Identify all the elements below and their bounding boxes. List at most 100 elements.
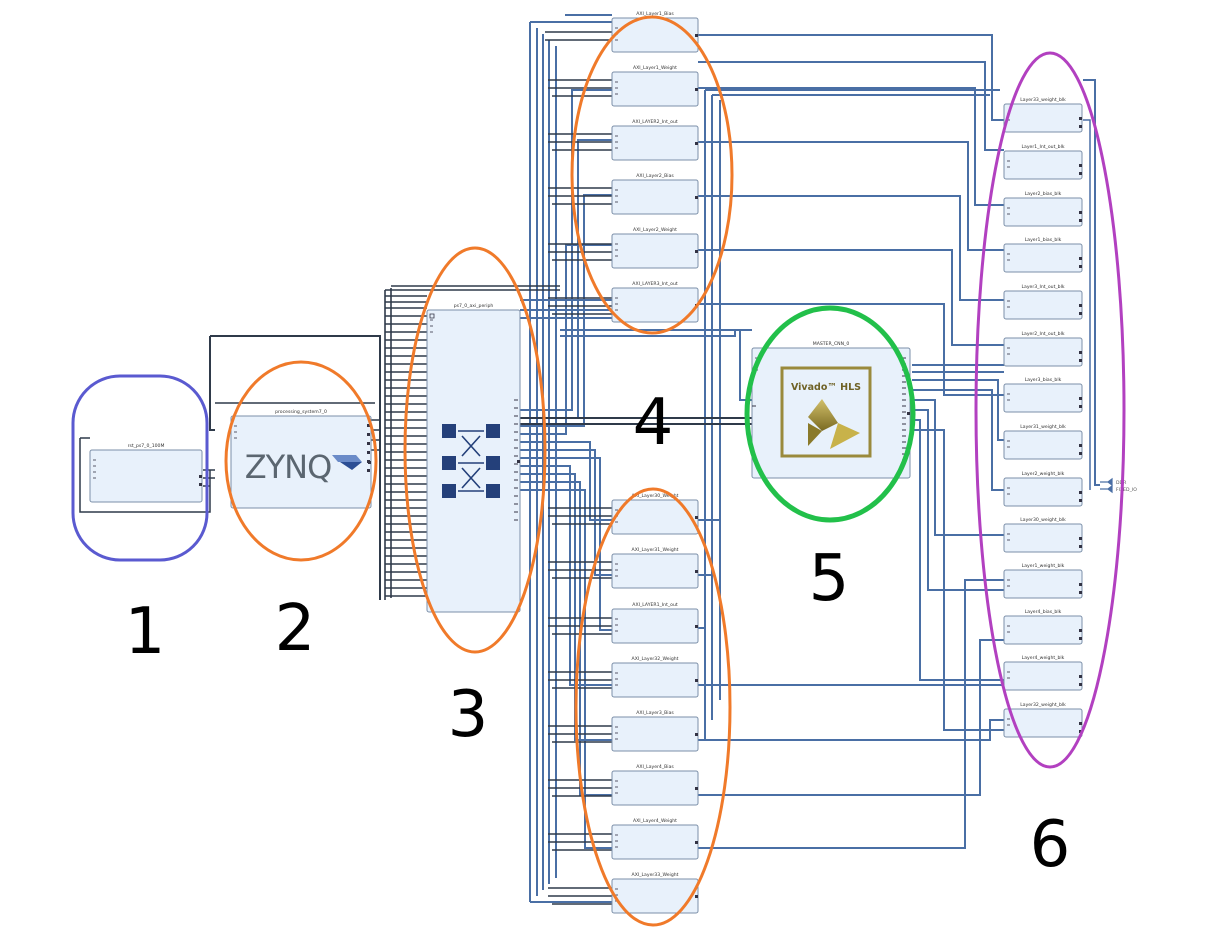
ctrl-layer4-bias-blk-body[interactable] (1003, 615, 1083, 645)
ctrl-layer4-weight-blk-body[interactable] (1003, 661, 1083, 691)
bram-axi-layer4-weight[interactable]: AXI_Layer4_Weight (611, 818, 699, 860)
ctrl-layer3-bias-blk-out-port[interactable] (1079, 405, 1082, 408)
ctrl-layer32-weight-blk[interactable]: Layer32_weight_blk (1003, 702, 1083, 738)
ctrl-layer31-weight-blk-out-port[interactable] (1079, 444, 1082, 447)
ctrl-layer4-bias-blk-out-port[interactable] (1079, 629, 1082, 632)
bram-axi-layer33-weight[interactable]: AXI_Layer33_Weight (611, 872, 699, 914)
bram-axi-layer1-bias-body[interactable] (611, 17, 699, 53)
ctrl-layer1-bias-blk-out-port[interactable] (1079, 257, 1082, 260)
ctrl-layer2-bias-blk-body[interactable] (1003, 197, 1083, 227)
bram-axi-layer1-weight-out-port[interactable] (695, 88, 698, 91)
ctrl-layer32-weight-blk-out-port[interactable] (1079, 722, 1082, 725)
ctrl-layer2-bias-blk-out-port[interactable] (1079, 219, 1082, 222)
bram-axi-layer30-weight[interactable]: AXI_Layer30_Weight (611, 493, 699, 535)
ctrl-layer3-bias-blk-body[interactable] (1003, 383, 1083, 413)
ctrl-layer30-weight-blk-out-port[interactable] (1079, 537, 1082, 540)
rst-block-out-port[interactable] (199, 483, 202, 486)
bram-axi-layer2-weight-out-port[interactable] (695, 250, 698, 253)
ctrl-layer31-weight-blk-out-port[interactable] (1079, 452, 1082, 455)
bram-axi-layer2-weight-body[interactable] (611, 233, 699, 269)
ctrl-layer3-bias-blk-out-port[interactable] (1079, 397, 1082, 400)
ctrl-layer1-int-out-blk-out-port[interactable] (1079, 172, 1082, 175)
ctrl-layer3-int-out-blk-out-port[interactable] (1079, 304, 1082, 307)
ctrl-layer1-weight-blk-out-port[interactable] (1079, 591, 1082, 594)
bram-axi-layer32-weight[interactable]: AXI_Layer32_Weight (611, 656, 699, 698)
bram-axi-layer2-int-out[interactable]: AXI_LAYER2_Int_out (611, 119, 699, 161)
ctrl-layer1-int-out-blk[interactable]: Layer1_Int_out_blk (1003, 144, 1083, 180)
zynq-out-port[interactable] (367, 433, 370, 436)
ctrl-layer1-int-out-blk-body[interactable] (1003, 150, 1083, 180)
ctrl-layer33-weight-blk-body[interactable] (1003, 103, 1083, 133)
ctrl-layer30-weight-blk-out-port[interactable] (1079, 545, 1082, 548)
ctrl-layer3-int-out-blk[interactable]: Layer3_Int_out_blk (1003, 284, 1083, 320)
ctrl-layer2-bias-blk[interactable]: Layer2_bias_blk (1003, 191, 1083, 227)
ctrl-layer30-weight-blk-body[interactable] (1003, 523, 1083, 553)
bram-axi-layer2-bias[interactable]: AXI_Layer2_Bias (611, 173, 699, 215)
ctrl-layer4-weight-blk[interactable]: Layer4_weight_blk (1003, 655, 1083, 691)
ctrl-layer1-weight-blk-out-port[interactable] (1079, 583, 1082, 586)
port-fixed-io-icon[interactable] (1100, 484, 1113, 494)
bram-axi-layer30-weight-out-port[interactable] (695, 516, 698, 519)
bram-axi-layer1-weight[interactable]: AXI_Layer1_Weight (611, 65, 699, 107)
ctrl-layer2-weight-blk-body[interactable] (1003, 477, 1083, 507)
zynq-out-port[interactable] (367, 469, 370, 472)
ctrl-layer1-weight-blk[interactable]: Layer1_weight_blk (1003, 563, 1083, 599)
zynq-out-port[interactable] (367, 424, 370, 427)
bram-axi-layer4-bias-body[interactable] (611, 770, 699, 806)
bram-axi-layer32-weight-out-port[interactable] (695, 679, 698, 682)
ctrl-layer1-int-out-blk-out-port[interactable] (1079, 164, 1082, 167)
bram-axi-layer3-int-out[interactable]: AXI_LAYER3_Int_out (611, 281, 699, 323)
ctrl-layer4-weight-blk-out-port[interactable] (1079, 675, 1082, 678)
rst-block-body[interactable] (89, 449, 203, 503)
bram-axi-layer3-bias[interactable]: AXI_Layer3_Bias (611, 710, 699, 752)
bram-axi-layer4-weight-body[interactable] (611, 824, 699, 860)
bram-axi-layer1-int-out[interactable]: AXI_LAYER1_Int_out (611, 602, 699, 644)
ctrl-layer2-bias-blk-out-port[interactable] (1079, 211, 1082, 214)
bram-axi-layer3-bias-out-port[interactable] (695, 733, 698, 736)
ctrl-layer33-weight-blk[interactable]: Layer33_weight_blk (1003, 97, 1083, 133)
ctrl-layer3-bias-blk[interactable]: Layer3_bias_blk (1003, 377, 1083, 413)
ctrl-layer1-bias-blk[interactable]: Layer1_bias_blk (1003, 237, 1083, 273)
ctrl-layer31-weight-blk[interactable]: Layer31_weight_blk (1003, 424, 1083, 460)
ctrl-layer32-weight-blk-out-port[interactable] (1079, 730, 1082, 733)
bram-axi-layer32-weight-body[interactable] (611, 662, 699, 698)
axi-interconnect-block-out-port[interactable] (517, 460, 520, 463)
axi-interconnect-block-body[interactable] (426, 309, 521, 613)
ctrl-layer1-bias-blk-body[interactable] (1003, 243, 1083, 273)
port-ddr-icon[interactable] (1100, 477, 1113, 487)
bram-axi-layer2-weight[interactable]: AXI_Layer2_Weight (611, 227, 699, 269)
bram-axi-layer1-bias-out-port[interactable] (695, 34, 698, 37)
bram-axi-layer2-bias-out-port[interactable] (695, 196, 698, 199)
ctrl-layer1-bias-blk-out-port[interactable] (1079, 265, 1082, 268)
ctrl-layer2-int-out-blk[interactable]: Layer2_Int_out_blk (1003, 331, 1083, 367)
bram-axi-layer1-int-out-body[interactable] (611, 608, 699, 644)
rst-block[interactable]: rst_ps7_0_100M (89, 443, 203, 503)
zynq-out-port[interactable] (367, 442, 370, 445)
ctrl-layer2-int-out-blk-out-port[interactable] (1079, 359, 1082, 362)
bram-axi-layer33-weight-out-port[interactable] (695, 895, 698, 898)
ctrl-layer2-weight-blk[interactable]: Layer2_weight_blk (1003, 471, 1083, 507)
ctrl-layer2-int-out-blk-out-port[interactable] (1079, 351, 1082, 354)
ctrl-layer31-weight-blk-body[interactable] (1003, 430, 1083, 460)
rst-block-out-port[interactable] (199, 475, 202, 478)
ctrl-layer33-weight-blk-out-port[interactable] (1079, 117, 1082, 120)
ctrl-layer33-weight-blk-out-port[interactable] (1079, 125, 1082, 128)
ctrl-layer3-int-out-blk-out-port[interactable] (1079, 312, 1082, 315)
ctrl-layer4-weight-blk-out-port[interactable] (1079, 683, 1082, 686)
axi-interconnect-block[interactable]: ps7_0_axi_periph (426, 303, 521, 613)
ctrl-layer2-weight-blk-out-port[interactable] (1079, 499, 1082, 502)
bram-axi-layer4-bias-out-port[interactable] (695, 787, 698, 790)
ctrl-layer4-bias-blk[interactable]: Layer4_bias_blk (1003, 609, 1083, 645)
bram-axi-layer3-bias-body[interactable] (611, 716, 699, 752)
ctrl-layer1-weight-blk-body[interactable] (1003, 569, 1083, 599)
interconnect-in-port[interactable] (429, 313, 435, 319)
bram-axi-layer4-bias[interactable]: AXI_Layer4_Bias (611, 764, 699, 806)
bram-axi-layer1-int-out-out-port[interactable] (695, 625, 698, 628)
bram-axi-layer1-bias[interactable]: AXI_Layer1_Bias (611, 11, 699, 53)
ctrl-layer30-weight-blk[interactable]: Layer30_weight_blk (1003, 517, 1083, 553)
bram-axi-layer31-weight[interactable]: AXI_Layer31_Weight (611, 547, 699, 589)
ctrl-layer2-weight-blk-out-port[interactable] (1079, 491, 1082, 494)
ctrl-layer4-bias-blk-out-port[interactable] (1079, 637, 1082, 640)
